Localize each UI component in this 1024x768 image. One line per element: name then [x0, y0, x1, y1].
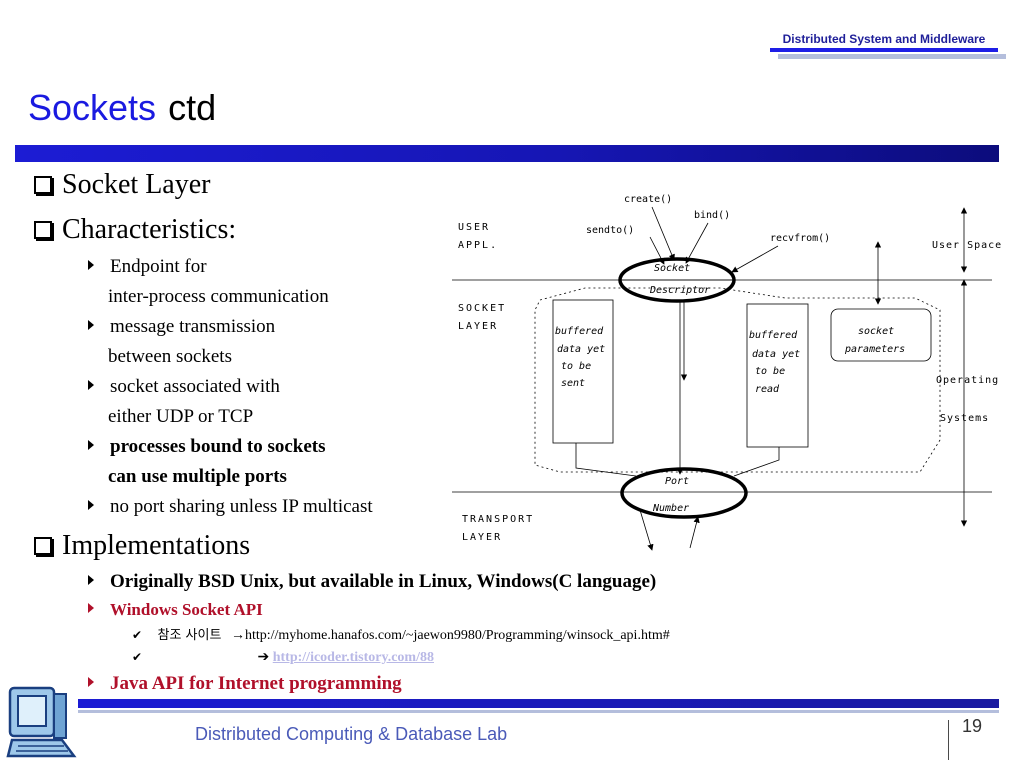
bullet-bsd: Originally BSD Unix, but available in Li… — [88, 570, 656, 594]
title-suffix: ctd — [168, 87, 217, 128]
footer-rule-shadow — [78, 710, 999, 713]
os-region — [534, 287, 941, 473]
label-socket: SOCKET — [458, 303, 506, 314]
page-number: 19 — [962, 716, 983, 736]
arrow-bullet-icon — [88, 440, 94, 450]
header-underline-shadow — [778, 54, 1006, 59]
arrow-bullet-icon — [88, 677, 94, 687]
arrow-bullet-icon — [88, 575, 94, 585]
arrow-bullet-icon — [88, 603, 94, 613]
checkbox-bullet-icon — [34, 176, 52, 194]
label-port: Port — [665, 476, 689, 487]
socket-architecture-diagram: USER APPL. SOCKET LAYER TRANSPORT LAYER … — [452, 194, 1002, 551]
socket-parameters-text: socket parameters — [844, 326, 905, 355]
link-arrow: ➔ — [257, 650, 270, 665]
label-socket-desc: Socket — [654, 263, 690, 274]
reference-url[interactable]: http://myhome.hanafos.com/~jaewon9980/Pr… — [244, 628, 670, 643]
bullet-message-cont: between sockets — [108, 346, 232, 367]
label-descriptor: Descriptor — [649, 285, 710, 296]
bullet-processes: processes bound to sockets — [88, 435, 326, 459]
label-number: Number — [652, 503, 689, 514]
page-number-divider — [948, 720, 949, 760]
tistory-link[interactable]: http://icoder.tistory.com/88 — [272, 650, 434, 665]
bullet-implementations: Implementations — [34, 530, 250, 562]
recv-buffer-box — [746, 303, 809, 448]
title-rule — [15, 145, 999, 162]
label-transport: TRANSPORT — [462, 514, 534, 525]
footer-lab-name: Distributed Computing & Database Lab — [195, 724, 508, 744]
send-buffer-box — [552, 299, 614, 444]
label-user-space: User Space — [932, 240, 1002, 251]
label-operating: Operating — [936, 375, 999, 386]
port-number-ellipse — [620, 467, 748, 519]
arrow-bullet-icon — [88, 320, 94, 330]
footer-rule — [78, 699, 999, 708]
label-layer2: LAYER — [462, 532, 502, 543]
label-sendto: sendto() — [586, 225, 634, 236]
bullet-socket-layer: Socket Layer — [34, 169, 211, 201]
bullet-associated: socket associated with — [88, 375, 280, 399]
arrow-bullet-icon — [88, 500, 94, 510]
header-tag: Distributed System and Middleware — [782, 32, 986, 46]
bullet-processes-cont: can use multiple ports — [108, 466, 287, 487]
bullet-associated-cont: either UDP or TCP — [108, 406, 254, 427]
bullet-endpoint: Endpoint for — [88, 255, 207, 279]
send-buffer-text: buffered data yet to be sent — [555, 326, 611, 389]
bullet-winsock: Windows Socket API — [88, 598, 263, 622]
arrow-bullet-icon — [88, 260, 94, 270]
label-recvfrom: recvfrom() — [770, 233, 830, 244]
check-icon: ✔ — [132, 628, 143, 642]
checkbox-bullet-icon — [34, 537, 52, 555]
label-bind: bind() — [694, 210, 730, 221]
socket-parameters-box — [830, 308, 932, 362]
bullet-endpoint-cont: inter-process communication — [108, 286, 329, 307]
label-appl: APPL. — [458, 240, 498, 251]
slide-title: Sockets ctd — [28, 86, 216, 130]
title-main: Sockets — [28, 87, 157, 128]
link-row: ✔ ➔ http://icoder.tistory.com/88 — [132, 648, 434, 667]
computer-clipart-icon — [6, 686, 77, 758]
socket-descriptor-ellipse — [618, 257, 736, 303]
label-user: USER — [458, 222, 490, 233]
arrow-bullet-icon — [88, 380, 94, 390]
header-underline — [770, 48, 998, 52]
bullet-message: message transmission — [88, 315, 275, 339]
reference-row: ✔ 참조 사이트 →http://myhome.hanafos.com/~jae… — [132, 626, 670, 645]
label-layer: LAYER — [458, 321, 498, 332]
label-systems: Systems — [940, 413, 989, 424]
bullet-characteristics: Characteristics: — [34, 214, 236, 246]
label-create: create() — [624, 194, 672, 205]
check-icon: ✔ — [132, 650, 143, 664]
reference-label: 참조 사이트 — [157, 628, 222, 643]
bullet-java: Java API for Internet programming — [88, 672, 402, 696]
checkbox-bullet-icon — [34, 221, 52, 239]
recv-buffer-text: buffered data yet to be read — [749, 330, 806, 395]
reference-arrow: → — [230, 628, 245, 643]
bullet-no-port-sharing: no port sharing unless IP multicast — [88, 495, 373, 519]
